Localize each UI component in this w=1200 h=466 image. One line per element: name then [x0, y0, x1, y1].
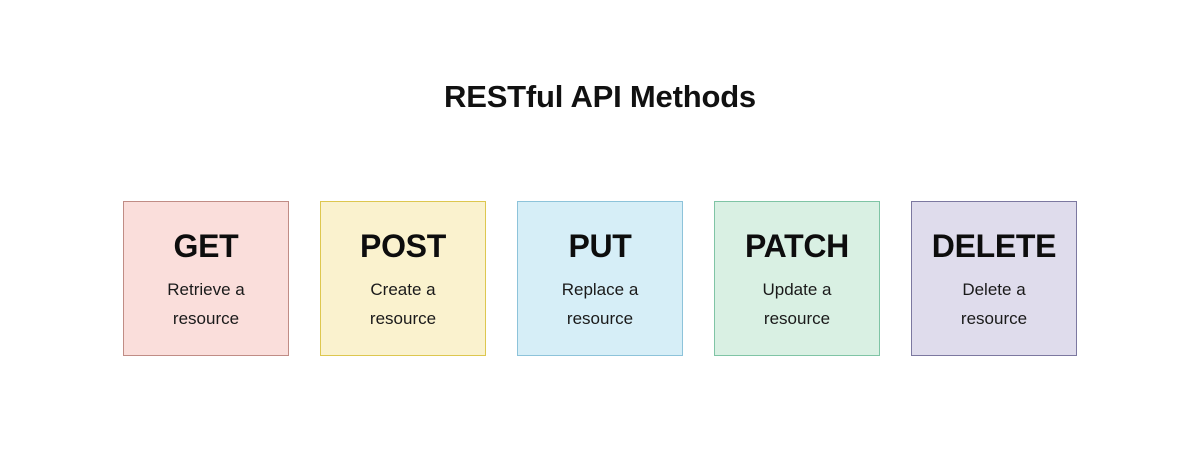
- method-name-put: PUT: [568, 228, 632, 264]
- method-description-post: Create a resource: [369, 280, 437, 328]
- method-card-patch[interactable]: PATCH Update a resource: [714, 201, 880, 356]
- method-card-put[interactable]: PUT Replace a resource: [517, 201, 683, 356]
- page-title: RESTful API Methods: [444, 79, 756, 114]
- method-card-delete[interactable]: DELETE Delete a resource: [911, 201, 1077, 356]
- method-name-delete: DELETE: [931, 228, 1057, 264]
- method-description-get: Retrieve a resource: [167, 280, 245, 328]
- method-card-row: GET Retrieve a resource POST Create a re…: [0, 201, 1200, 356]
- method-name-patch: PATCH: [745, 228, 849, 264]
- method-name-post: POST: [360, 228, 446, 264]
- method-card-get[interactable]: GET Retrieve a resource: [123, 201, 289, 356]
- method-description-delete: Delete a resource: [960, 280, 1028, 328]
- method-name-get: GET: [173, 228, 239, 264]
- method-description-put: Replace a resource: [561, 280, 639, 328]
- method-card-post[interactable]: POST Create a resource: [320, 201, 486, 356]
- method-description-patch: Update a resource: [762, 280, 832, 328]
